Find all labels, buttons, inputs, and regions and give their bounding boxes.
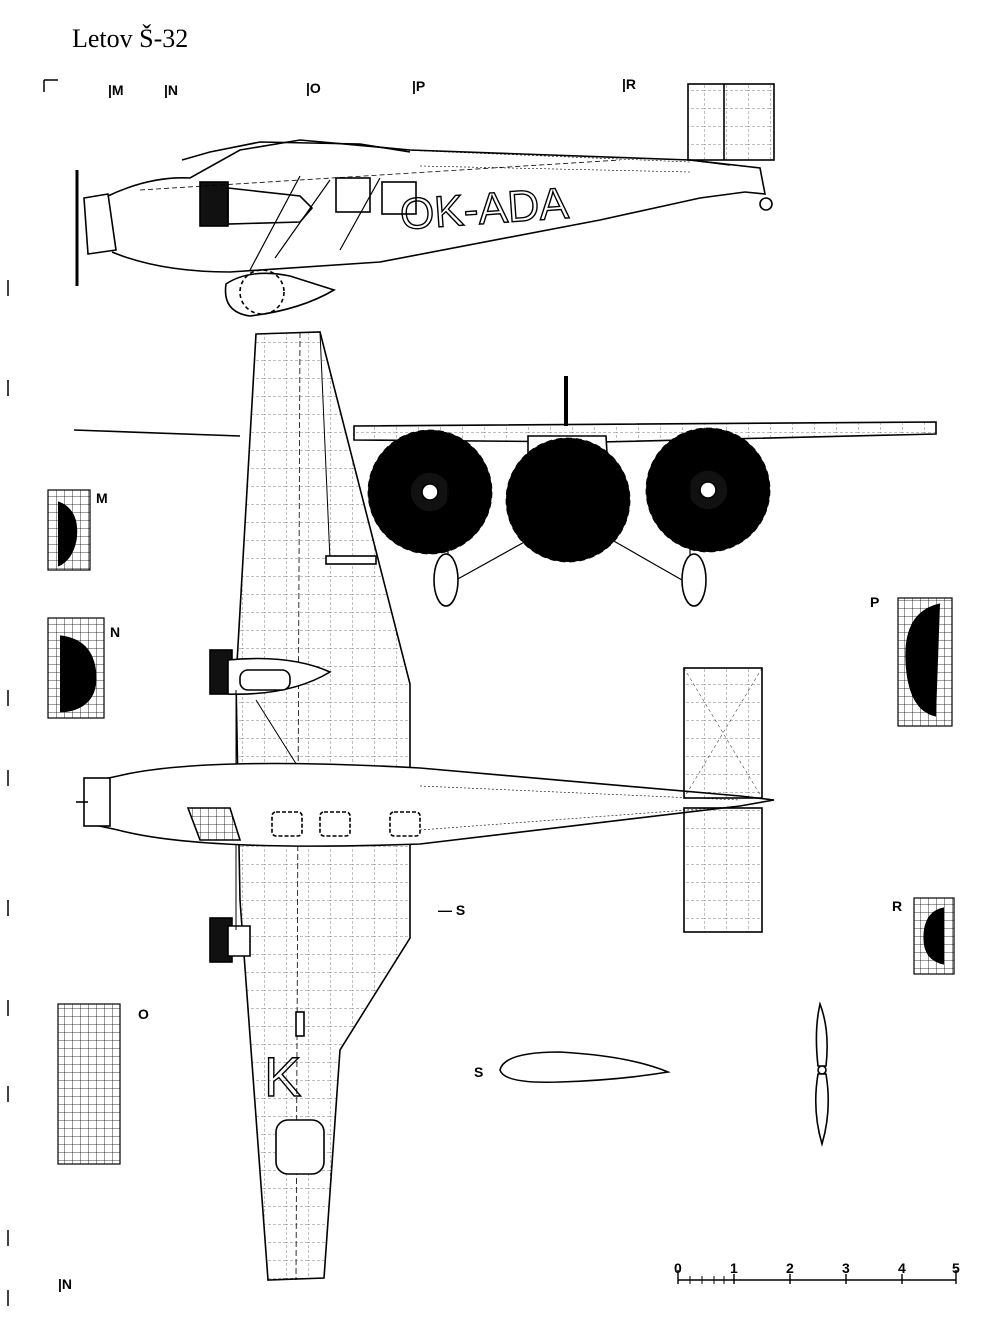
- front-prop-disc-center: [505, 437, 631, 563]
- side-engine: [199, 181, 229, 227]
- wing-marking: K: [264, 1045, 301, 1108]
- section-label-r: R: [892, 898, 903, 914]
- top-view-engines: [209, 649, 332, 963]
- side-nose-cowl: [83, 193, 117, 255]
- side-wheel: [239, 269, 285, 315]
- section-marker-p-top: |P: [412, 78, 426, 94]
- side-gear-fairing: [224, 272, 336, 317]
- scale-tick-4: 4: [898, 1260, 906, 1276]
- airfoil-section-s: [499, 1051, 671, 1084]
- section-label-p: P: [870, 594, 880, 610]
- drawing-title: Letov Š-32: [72, 24, 189, 53]
- section-marker-r-top: |R: [622, 76, 637, 92]
- side-view: [75, 83, 775, 317]
- front-wing-left-tip: [73, 429, 241, 437]
- scale-tick-1: 1: [730, 1260, 738, 1276]
- top-view-fuselage: [76, 667, 775, 933]
- section-label-s: S: [474, 1064, 484, 1080]
- front-view: [73, 376, 937, 607]
- section-label-s-cut: — S: [438, 902, 466, 918]
- scale-tick-0: 0: [674, 1260, 682, 1276]
- front-wheel-left: [433, 553, 459, 607]
- wing-panel: [275, 1119, 325, 1175]
- side-tail-fin: [687, 83, 775, 161]
- section-frames: [47, 489, 955, 1165]
- scale-tick-3: 3: [842, 1260, 850, 1276]
- section-label-o: O: [138, 1006, 149, 1022]
- left-edge-ticks: [7, 79, 58, 1306]
- side-cabin-roof: [181, 141, 411, 161]
- section-marker-n-bottom: |N: [58, 1276, 73, 1292]
- section-label-m: M: [96, 490, 108, 506]
- section-marker-o-top: |O: [306, 80, 321, 96]
- top-fuselage-outline: [89, 762, 775, 847]
- side-window-1: [335, 177, 371, 213]
- propeller-drawing: [814, 1001, 830, 1147]
- front-wheel-right: [681, 553, 707, 607]
- section-marker-m-top: |M: [108, 82, 124, 98]
- section-marker-n-top: |N: [164, 82, 179, 98]
- section-frame-o: [57, 1003, 121, 1165]
- side-tail-cone: [689, 159, 766, 195]
- top-tailplane-left: [683, 807, 763, 933]
- side-fuselage-bottom: [111, 191, 746, 273]
- scale-bar: [677, 1270, 957, 1284]
- scale-tick-2: 2: [786, 1260, 794, 1276]
- side-window-2: [381, 181, 417, 215]
- section-label-n: N: [110, 624, 121, 640]
- side-struts: [249, 175, 381, 271]
- front-wing: [353, 421, 937, 443]
- scale-tick-5: 5: [952, 1260, 960, 1276]
- side-tail-wheel: [759, 197, 773, 211]
- side-engine-nacelle: [227, 187, 314, 225]
- side-fuselage-top: [107, 139, 731, 197]
